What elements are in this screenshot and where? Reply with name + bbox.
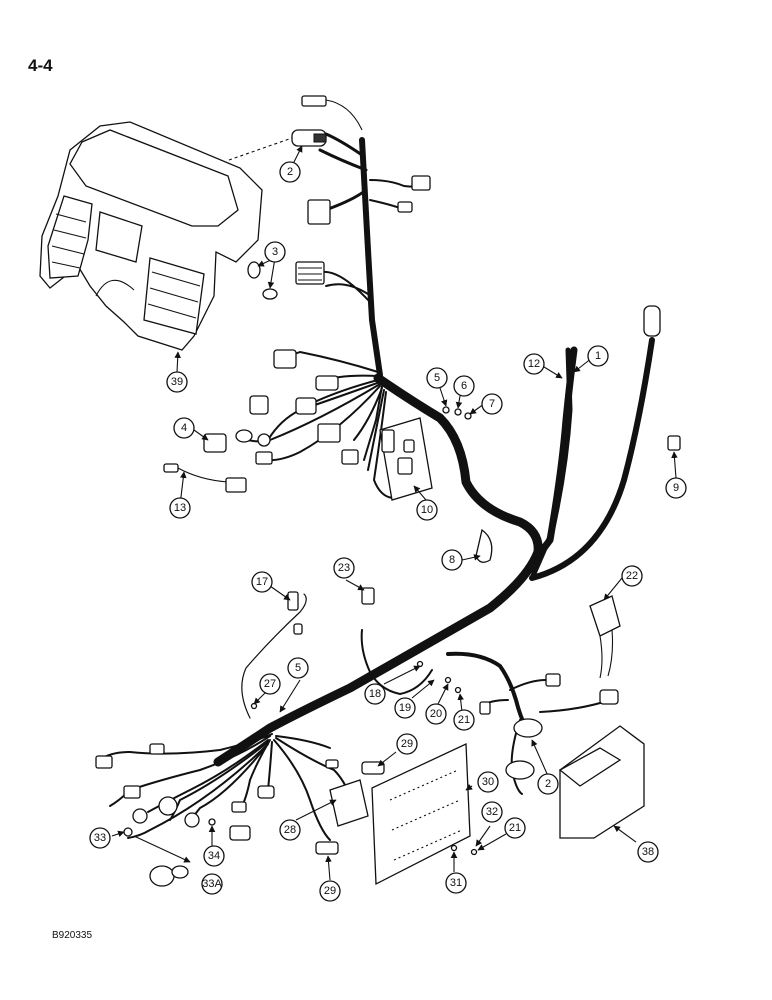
callout-2-bottom: 2 <box>537 773 559 795</box>
callout-29-lower: 29 <box>319 880 341 902</box>
callout-33: 33 <box>89 827 111 849</box>
callout-label: 21 <box>509 822 521 834</box>
callout-label: 19 <box>399 702 411 714</box>
callout-label: 29 <box>401 738 413 750</box>
callout-label: 39 <box>171 376 183 388</box>
callout-39: 39 <box>166 371 188 393</box>
callout-label: 17 <box>256 576 268 588</box>
callout-3: 3 <box>264 241 286 263</box>
callout-6: 6 <box>453 375 475 397</box>
callout-7: 7 <box>481 393 503 415</box>
callout-label: 12 <box>528 358 540 370</box>
callout-33a: 33A <box>201 873 223 895</box>
callout-19: 19 <box>394 697 416 719</box>
callout-17: 17 <box>251 571 273 593</box>
callout-label: 10 <box>421 504 433 516</box>
callout-label: 28 <box>284 824 296 836</box>
callout-2-top: 2 <box>279 161 301 183</box>
callout-label: 18 <box>369 688 381 700</box>
callout-label: 5 <box>295 662 301 674</box>
page-number: 4-4 <box>28 56 53 75</box>
callout-label: 4 <box>181 422 187 434</box>
callout-20: 20 <box>425 703 447 725</box>
main-harness <box>99 132 655 841</box>
callout-21-lower: 21 <box>504 817 526 839</box>
callout-label: 33 <box>94 832 106 844</box>
callout-label: 30 <box>482 776 494 788</box>
callout-22: 22 <box>621 565 643 587</box>
callout-label: 38 <box>642 846 654 858</box>
callout-21-upper: 21 <box>453 709 475 731</box>
callout-label: 5 <box>434 372 440 384</box>
callout-27: 27 <box>259 673 281 695</box>
callout-5-lower: 5 <box>287 657 309 679</box>
callout-label: 13 <box>174 502 186 514</box>
callout-label: 21 <box>458 714 470 726</box>
callout-4: 4 <box>173 417 195 439</box>
connector-parts <box>95 95 681 887</box>
callout-label: 31 <box>450 877 462 889</box>
callout-34: 34 <box>203 845 225 867</box>
callout-18: 18 <box>364 683 386 705</box>
callout-label: 29 <box>324 885 336 897</box>
callout-label: 2 <box>287 166 293 178</box>
callout-5-upper: 5 <box>426 367 448 389</box>
callout-31: 31 <box>445 872 467 894</box>
callout-9: 9 <box>665 477 687 499</box>
callout-label: 7 <box>489 398 495 410</box>
callout-label: 3 <box>272 246 278 258</box>
callout-label: 8 <box>449 554 455 566</box>
callout-label: 27 <box>264 678 276 690</box>
callout-label: 6 <box>461 380 467 392</box>
callout-32: 32 <box>481 801 503 823</box>
callout-label: 2 <box>545 778 551 790</box>
callout-13: 13 <box>169 497 191 519</box>
callout-28: 28 <box>279 819 301 841</box>
callout-8: 8 <box>441 549 463 571</box>
callout-30: 30 <box>477 771 499 793</box>
callout-label: 20 <box>430 708 442 720</box>
callout-label: 9 <box>673 482 679 494</box>
callout-12: 12 <box>523 353 545 375</box>
callout-1: 1 <box>587 345 609 367</box>
callout-label: 33A <box>202 878 222 890</box>
callout-10: 10 <box>416 499 438 521</box>
instrument-cluster-housing <box>39 121 263 351</box>
callout-29-upper: 29 <box>396 733 418 755</box>
callout-label: 32 <box>486 806 498 818</box>
callout-label: 1 <box>595 350 601 362</box>
figure-code: B920335 <box>52 930 93 941</box>
callout-label: 22 <box>626 570 638 582</box>
callout-label: 34 <box>208 850 220 862</box>
callout-label: 23 <box>338 562 350 574</box>
callout-38: 38 <box>637 841 659 863</box>
callout-23: 23 <box>333 557 355 579</box>
